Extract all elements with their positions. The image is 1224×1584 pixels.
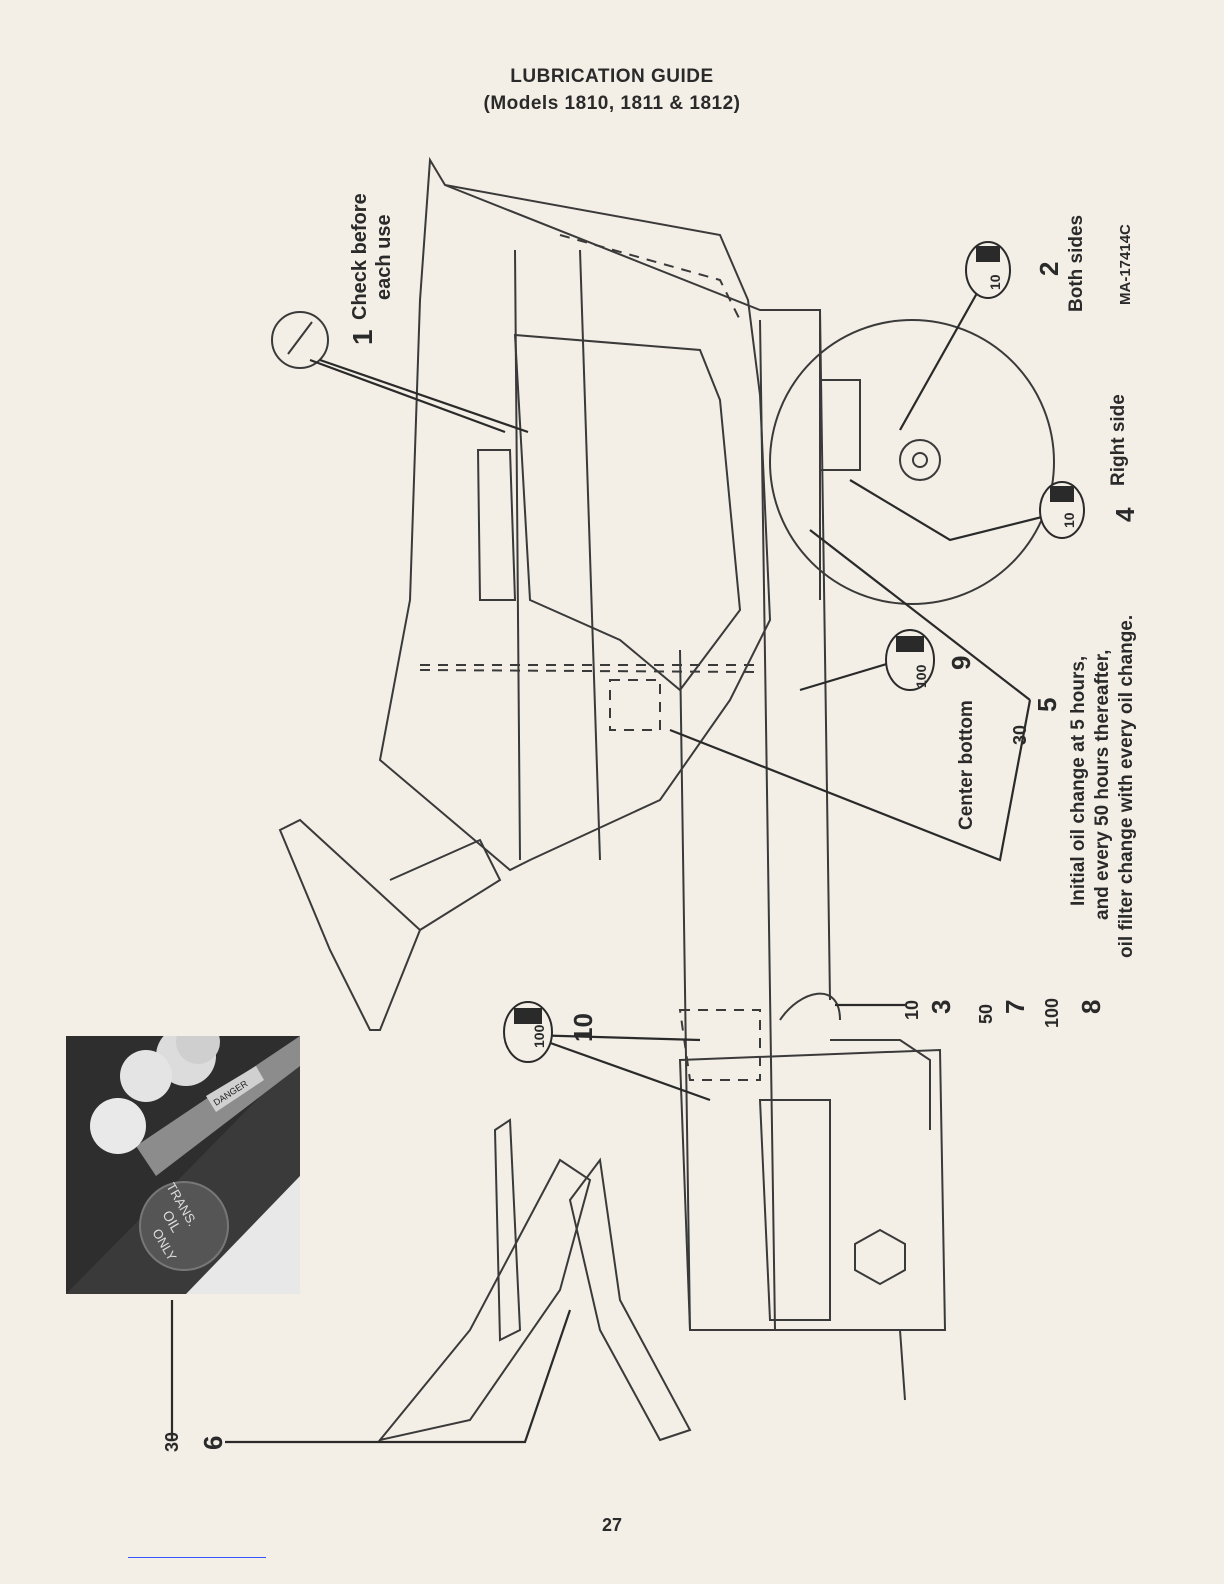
- detail-circle: [770, 320, 1054, 604]
- callout-3-number: 3: [926, 1000, 956, 1014]
- callout-2-text: Both sides: [1066, 215, 1087, 312]
- callout-1-text-a: Check before: [349, 193, 371, 320]
- callout-8-hours: 100: [1042, 998, 1062, 1028]
- callout-7-hours: 50: [976, 1004, 996, 1024]
- callout-3-hours: 10: [902, 1000, 922, 1020]
- footer-rule: [128, 1557, 266, 1558]
- callout-7-number: 7: [1000, 1000, 1030, 1014]
- callout-9-text: Center bottom: [956, 700, 977, 830]
- callout-5-note-a: Initial oil change at 5 hours,: [1068, 656, 1089, 906]
- callout-4-hours: 10: [1061, 512, 1077, 528]
- callout-5-number: 5: [1032, 698, 1062, 712]
- callout-5-note-c: oil filter change with every oil change.: [1116, 615, 1137, 958]
- page-number: 27: [0, 1515, 1224, 1536]
- callout-8-number: 8: [1076, 1000, 1106, 1014]
- callout-1-number: 1: [347, 329, 378, 345]
- grease-gun-icon-4: [1040, 482, 1084, 538]
- callout-2-number: 2: [1034, 262, 1064, 276]
- figure-id: MA-17414C: [1117, 224, 1134, 305]
- callout-10-hours: 100: [531, 1024, 547, 1048]
- callout-9-number: 9: [946, 656, 976, 670]
- callout-9-hours: 100: [913, 664, 929, 688]
- callout-2-hours: 10: [987, 274, 1003, 290]
- callout-5-hours: 30: [1010, 725, 1030, 745]
- callout-5-note-b: and every 50 hours thereafter,: [1092, 650, 1113, 920]
- callout-6-number: 6: [198, 1436, 228, 1450]
- dipstick-icon: [272, 312, 328, 368]
- callout-1-text-b: each use: [373, 214, 395, 300]
- callout-4-number: 4: [1110, 507, 1140, 522]
- callout-10-number: 10: [568, 1013, 598, 1042]
- callout-6-hours: 30: [162, 1432, 182, 1452]
- callout-4-text: Right side: [1108, 394, 1129, 486]
